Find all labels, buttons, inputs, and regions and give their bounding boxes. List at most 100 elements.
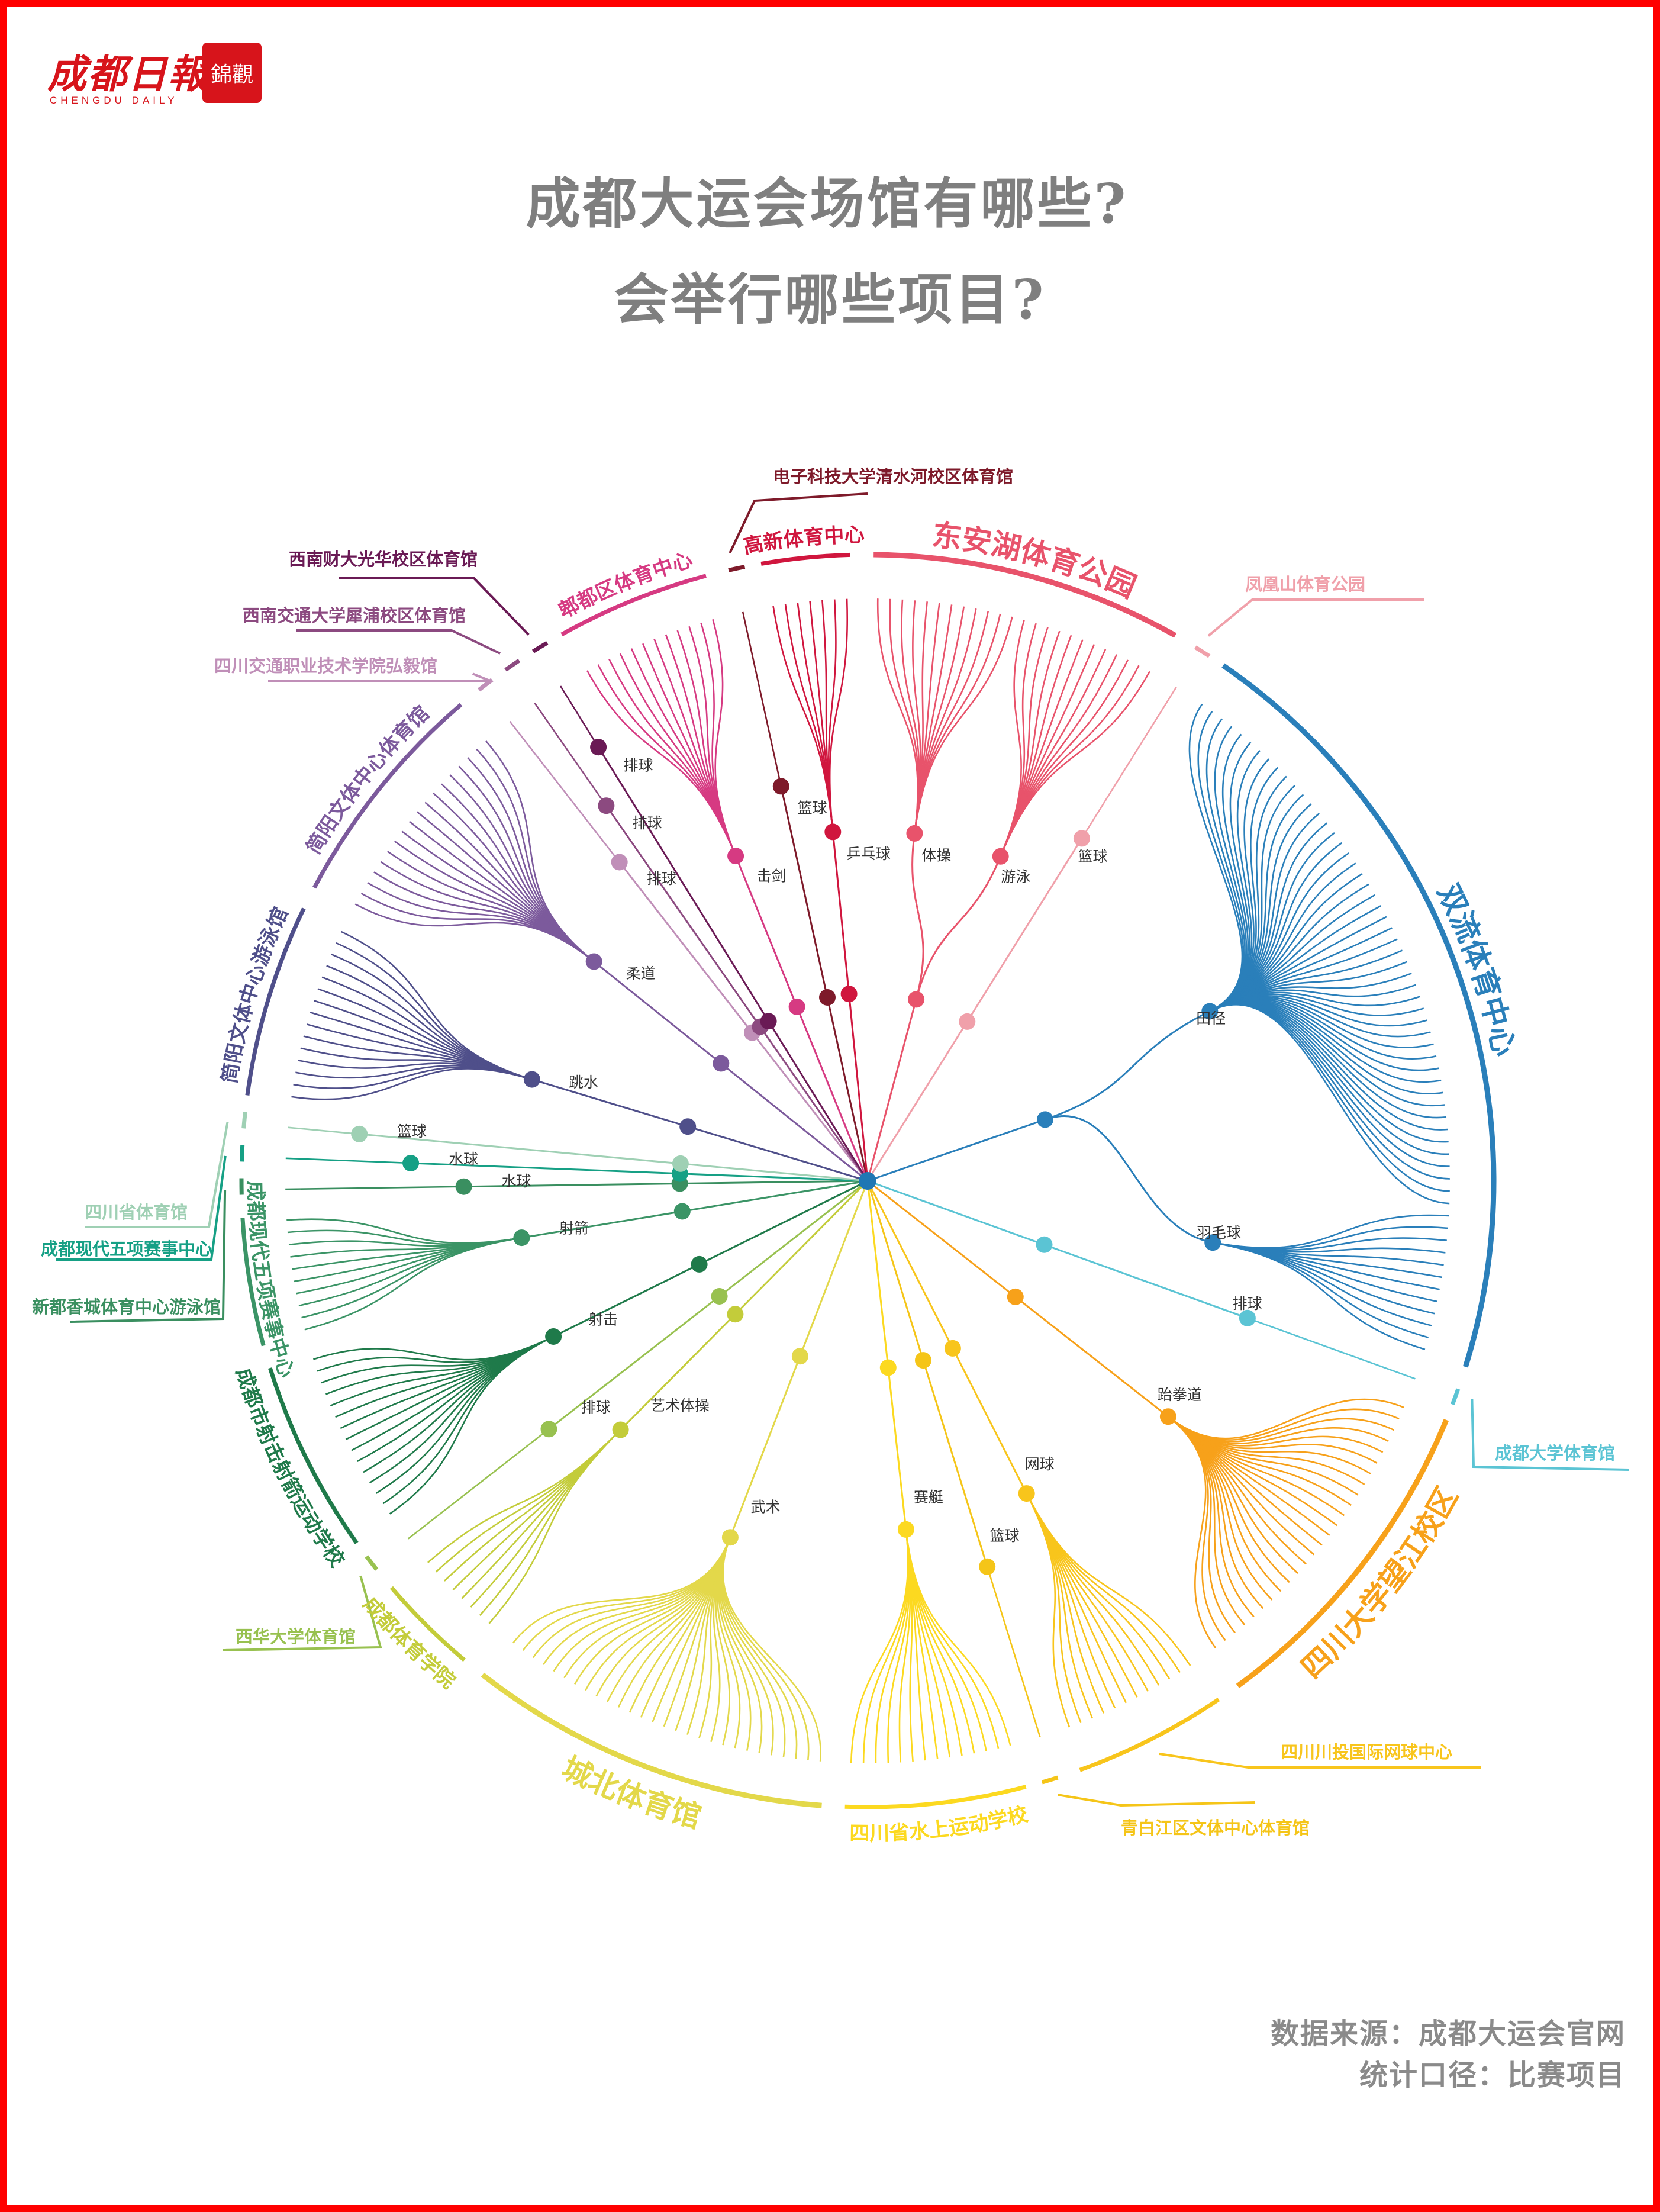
event-leaf-line [829,598,848,832]
sport-branch [911,833,924,1000]
sport-label: 篮球 [798,799,827,816]
sport-label: 跳水 [569,1074,598,1091]
event-leaf-line [905,1529,951,1758]
venue-label: 成都现代五项赛事中心 [41,1239,212,1259]
venue-label: 电子科技大学清水河校区体育馆 [773,466,1013,487]
sport-label: 网球 [1025,1456,1055,1473]
event-leaf-line [298,1237,522,1307]
sport-node [612,1421,629,1438]
venue-node [840,986,858,1003]
sport-label: 排球 [1233,1295,1262,1312]
sport-label: 篮球 [397,1123,427,1140]
sport-node [1204,1234,1221,1251]
sport-label: 羽毛球 [1197,1224,1241,1241]
venue-arc [478,678,494,692]
event-leaf-line [1247,1317,1416,1380]
event-leaf-line [435,1429,621,1573]
event-leaf-line [1026,1493,1071,1728]
event-leaf-line [700,622,737,857]
venue-label-text: 成都现代五项赛事中心 [243,1181,298,1380]
sport-label: 游泳 [1001,868,1030,885]
venue-arc [844,1785,1027,1809]
sport-node [351,1125,368,1142]
sport-label: 篮球 [990,1527,1020,1544]
sport-branch [531,1078,688,1128]
event-leaf-line [509,720,620,863]
venue-node [760,1013,777,1030]
sport-branch [952,1348,1028,1494]
event-leaf-line [1209,862,1356,1012]
sport-node [1159,1408,1176,1425]
sport-branch [1043,1244,1248,1319]
venue-label: 青白江区文体中心体育馆 [1121,1818,1310,1838]
nodes [351,739,1256,1575]
sport-node [545,1328,562,1345]
sport-branch [831,832,850,994]
venue-label: 四川省体育馆 [85,1202,188,1222]
venue-label: 西南交通大学犀浦校区体育馆 [243,606,466,626]
event-leaf-line [407,1428,550,1540]
event-leaf-line [1209,1002,1449,1155]
venue-label: 四川大学望江校区 [1294,1481,1465,1685]
event-leaf-line [1000,654,1118,857]
sport-label: 射击 [588,1311,618,1328]
venue-arc [1194,645,1211,658]
event-leaf-line [1168,1416,1217,1648]
venue-label: 四川川投国际网球中心 [1281,1742,1452,1762]
sport-branch [620,1313,736,1431]
venue-node [788,998,805,1015]
venue-branch [698,1180,868,1266]
venue-label: 成都市射击射箭运动学校 [231,1365,349,1571]
sport-label: 击剑 [756,868,786,885]
venue-label-text: 成都市射击射箭运动学校 [231,1365,349,1571]
sport-branch [548,1295,720,1430]
event-leaf-line [476,748,595,962]
sport-branch [1045,1115,1213,1244]
logo-name-cn: 成都日報 [47,51,208,97]
event-leaf-line [986,1566,1041,1738]
logo-name-en: CHENGDU DAILY [50,95,178,106]
center-node [859,1172,876,1190]
venue-node [959,1013,976,1030]
event-leaf-line [485,740,595,962]
sport-label: 武术 [751,1498,781,1515]
sport-branch [359,1133,681,1165]
sport-label: 跆拳道 [1158,1386,1202,1403]
venue-arc [240,1145,245,1162]
venue-branch [867,1118,1046,1182]
sport-label: 排球 [581,1399,611,1416]
venue-arc [267,1367,359,1544]
venue-branch [734,1180,869,1315]
venue-arc [531,640,549,653]
event-leaf-line [285,1186,464,1190]
venue-arc [1236,1419,1449,1689]
venue-arc [728,565,746,572]
event-leaf-line [1026,1493,1191,1666]
venue-label: 新都香城体育中心游泳馆 [32,1297,221,1317]
venue-arc [760,552,850,566]
venue-node [673,1203,691,1220]
venue-arc [1451,1388,1461,1405]
event-leaf-line [914,606,965,834]
sport-node [513,1229,530,1247]
sport-node [585,953,602,970]
venue-branch [751,1032,869,1181]
event-leaf-line [389,1335,554,1515]
event-leaf-line [1000,671,1150,857]
sport-node [906,825,923,842]
labels: 体操游泳东安湖体育公园篮球凤凰山体育公园田径羽毛球双流体育中心排球成都大学体育馆… [32,466,1615,1846]
venue-label: 成都大学体育馆 [1495,1443,1615,1463]
sport-node [727,848,744,865]
event-leaf-line [470,1429,621,1608]
venue-branch [682,1180,868,1212]
venue-arc [240,1218,266,1347]
venue-leader-line [1207,598,1424,637]
sport-branch [966,838,1083,1022]
venue-node [819,989,836,1006]
sport-node [897,1521,914,1538]
sport-branch [1014,1296,1169,1418]
venue-branch [680,1163,868,1182]
sport-node [590,739,607,756]
event-leaf-line [1000,619,1025,857]
